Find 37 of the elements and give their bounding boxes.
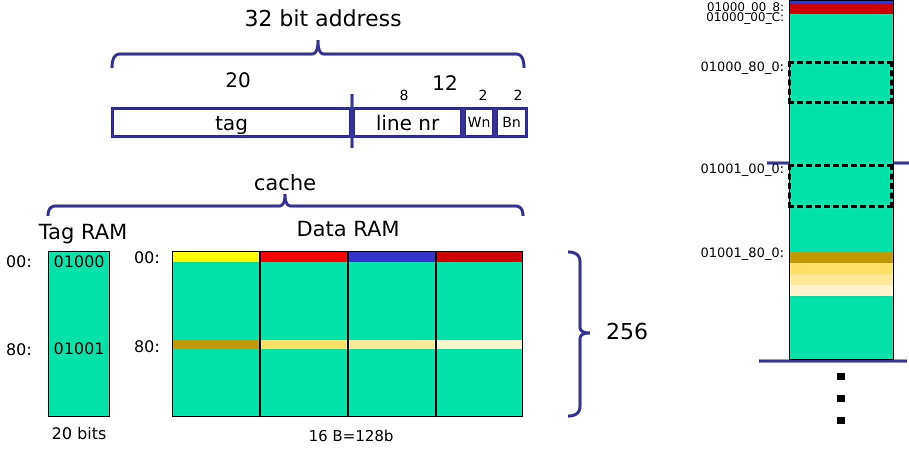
text-label: 2 <box>478 88 488 106</box>
text-label: 80: <box>134 337 161 357</box>
text-label: 20 bits <box>50 424 108 444</box>
tag-value: 01001 <box>52 341 106 357</box>
text-label: 00: <box>6 252 33 272</box>
memory-column <box>789 0 894 360</box>
bit-field <box>352 107 463 138</box>
text-label: 00: <box>134 248 161 268</box>
text-label: 01001_00_0: <box>699 162 784 178</box>
tag-value: 01000 <box>52 254 106 270</box>
cache-line-column <box>436 251 523 417</box>
text-label: 8 <box>398 88 410 106</box>
text-label: 20 <box>224 68 252 93</box>
text-label: 01000_80_0: <box>699 60 784 76</box>
text-label: cache <box>252 170 318 196</box>
field-label: tag <box>215 112 248 132</box>
text-label: 256 <box>606 319 649 346</box>
bit-field <box>463 107 495 138</box>
bit-field <box>495 107 528 138</box>
text-label: Tag RAM <box>38 219 128 246</box>
text-label: 80: <box>6 340 33 360</box>
field-label: Bn <box>502 116 521 130</box>
dashed-block-outline <box>788 61 893 104</box>
dashed-block-outline <box>788 164 893 208</box>
cache-line-column <box>348 251 436 417</box>
text-label: Data RAM <box>295 216 401 242</box>
text-label: 16 B=128b <box>308 427 394 446</box>
field-label: Wn <box>468 116 490 130</box>
cache-line-column <box>260 251 348 417</box>
text-label: 2 <box>512 88 524 106</box>
bit-field <box>111 107 352 138</box>
field-label: line nr <box>376 112 440 132</box>
text-label: 32 bit address <box>243 6 403 34</box>
text-label: 12 <box>431 71 459 96</box>
cache-line-column <box>172 251 260 417</box>
tag-ram-block <box>48 251 110 417</box>
text-label: 01001_80_0: <box>699 246 784 262</box>
